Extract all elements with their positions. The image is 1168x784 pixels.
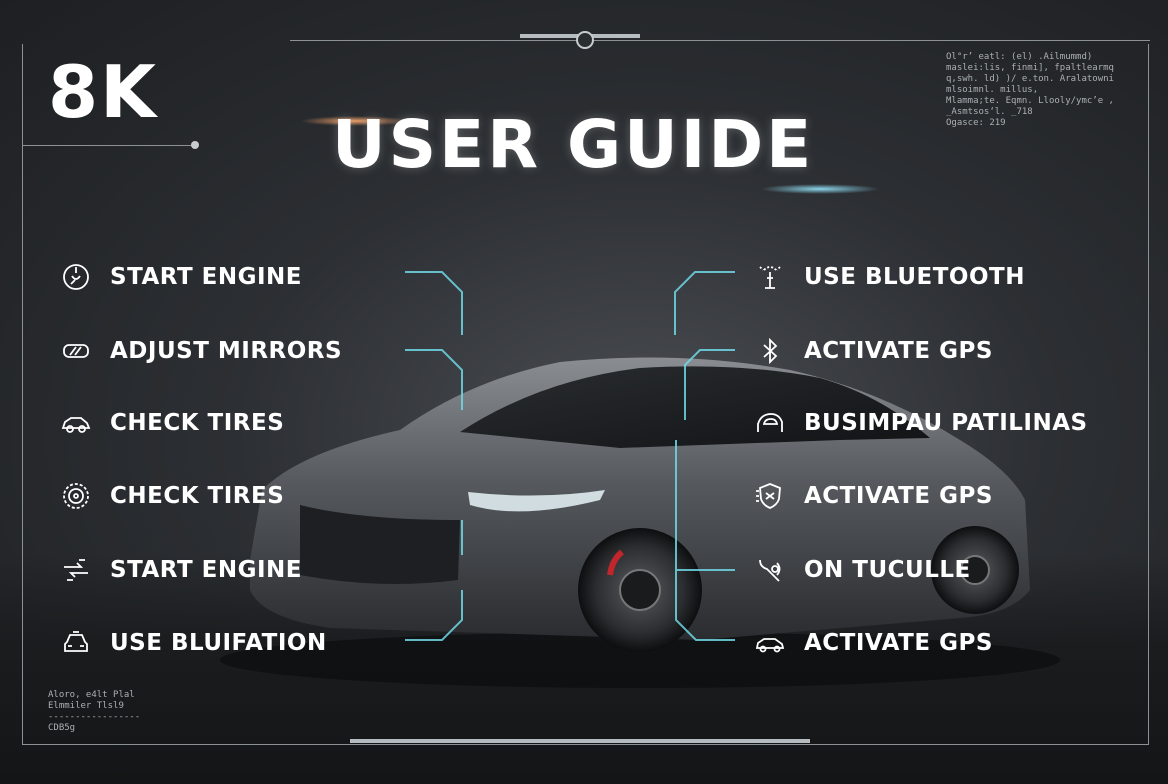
menu-item-label: ACTIVATE GPS bbox=[804, 482, 993, 509]
bluetooth-icon bbox=[750, 331, 790, 371]
menu-item-label: ON TUCULLE bbox=[804, 556, 971, 583]
menu-item-label: ADJUST MIRRORS bbox=[110, 337, 343, 364]
badge-underline bbox=[22, 145, 194, 146]
menu-item-start-engine[interactable]: START ENGINE bbox=[56, 257, 302, 297]
badge-underline-dot bbox=[191, 141, 199, 149]
title-glow-left bbox=[300, 116, 410, 126]
menu-item-activate-gps-3[interactable]: ACTIVATE GPS bbox=[750, 623, 993, 663]
frame-left-line bbox=[22, 44, 23, 744]
menu-item-on-tuculle[interactable]: ON TUCULLE bbox=[750, 550, 971, 590]
tire-icon bbox=[56, 476, 96, 516]
frame-bottom-tab bbox=[350, 739, 810, 743]
car-door-icon bbox=[750, 403, 790, 443]
frame-top-line bbox=[290, 40, 1150, 41]
engine-start-icon bbox=[56, 257, 96, 297]
menu-item-adjust-mirrors[interactable]: ADJUST MIRRORS bbox=[56, 331, 342, 371]
menu-item-use-bluetooth[interactable]: USE BLUETOOTH bbox=[750, 257, 1025, 297]
menu-item-label: CHECK TIRES bbox=[110, 482, 285, 509]
title-glow-right bbox=[760, 184, 880, 194]
menu-item-label: USE BLUETOOTH bbox=[804, 263, 1025, 290]
car-front-icon bbox=[56, 623, 96, 663]
frame-right-line bbox=[1148, 44, 1149, 744]
wrench-arrow-icon bbox=[56, 550, 96, 590]
menu-item-use-bluifation[interactable]: USE BLUIFATION bbox=[56, 623, 327, 663]
fine-print-bottom: Aloro, e4lt Plal Elmmiler Tlsl9 --------… bbox=[48, 690, 141, 733]
menu-item-activate-gps-2[interactable]: ACTIVATE GPS bbox=[750, 476, 993, 516]
menu-item-label: START ENGINE bbox=[110, 556, 302, 583]
menu-item-label: USE BLUIFATION bbox=[110, 629, 327, 656]
car-outline-icon bbox=[750, 623, 790, 663]
page-title: USER GUIDE bbox=[332, 106, 815, 183]
frame-bottom-line bbox=[22, 744, 1149, 745]
resolution-badge: 8K bbox=[48, 50, 158, 134]
menu-item-label: CHECK TIRES bbox=[110, 409, 285, 436]
frame-top-dot bbox=[576, 31, 594, 49]
hook-wrench-icon bbox=[750, 550, 790, 590]
menu-item-label: ACTIVATE GPS bbox=[804, 629, 993, 656]
signal-icon bbox=[750, 257, 790, 297]
menu-item-start-engine-2[interactable]: START ENGINE bbox=[56, 550, 302, 590]
shield-speed-icon bbox=[750, 476, 790, 516]
fine-print-top: Ol°r’ eatl: (el) .Ailmummd) maslei:lis, … bbox=[946, 52, 1114, 128]
car-side-icon bbox=[56, 403, 96, 443]
menu-item-label: ACTIVATE GPS bbox=[804, 337, 993, 364]
menu-item-check-tires-1[interactable]: CHECK TIRES bbox=[56, 403, 284, 443]
menu-item-activate-gps-1[interactable]: ACTIVATE GPS bbox=[750, 331, 993, 371]
menu-item-label: START ENGINE bbox=[110, 263, 302, 290]
mirror-icon bbox=[56, 331, 96, 371]
menu-item-label: BUSIMPAU PATILINAS bbox=[804, 409, 1088, 436]
menu-item-check-tires-2[interactable]: CHECK TIRES bbox=[56, 476, 284, 516]
menu-item-busimpau-patilinas[interactable]: BUSIMPAU PATILINAS bbox=[750, 403, 1088, 443]
